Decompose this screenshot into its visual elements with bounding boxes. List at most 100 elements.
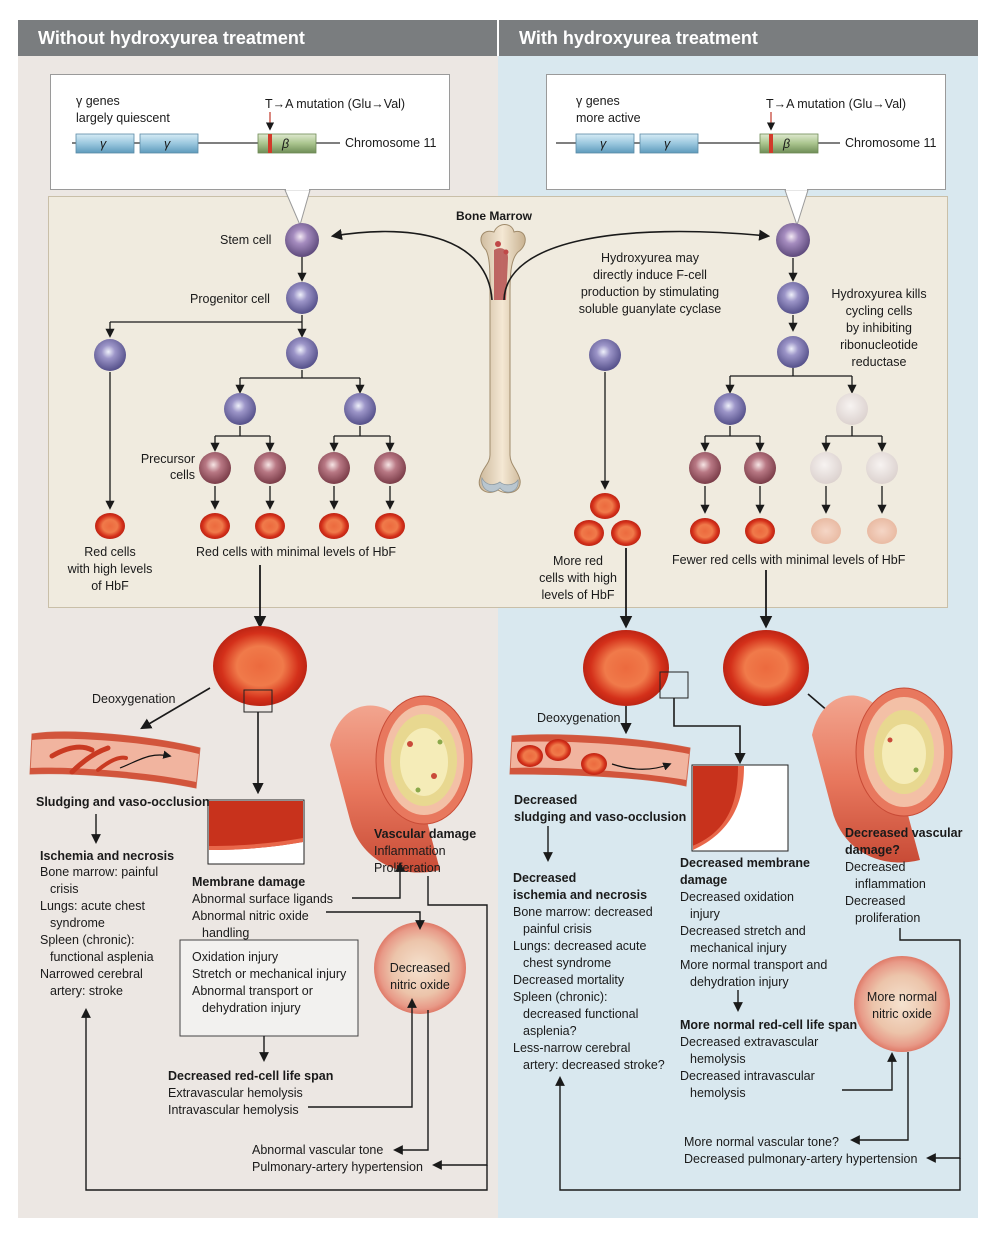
right-sludging-2: sludging and vaso-occlusion: [514, 810, 687, 824]
left-progenitor-cell: [286, 282, 318, 314]
right-sludging-1: Decreased: [514, 793, 578, 807]
left-stem-cell-label: Stem cell: [220, 233, 272, 247]
right-gamma-1: γ: [600, 137, 607, 151]
left-progenitor-a: [94, 339, 126, 371]
left-chromosome: [72, 112, 340, 227]
hu-kills-2: cycling cells: [845, 304, 913, 318]
right-deoxygenation: Deoxygenation: [537, 711, 621, 725]
right-membrane-3: Decreased stretch and: [680, 924, 806, 938]
left-ischemia-5: Spleen (chronic):: [40, 933, 135, 947]
left-vascular-1: Inflammation: [374, 844, 446, 858]
right-beta: β: [783, 137, 791, 151]
right-ischemia-4: chest syndrome: [523, 956, 612, 970]
bone-illustration: [478, 224, 526, 494]
hu-induce-4: soluble guanylate cyclase: [578, 302, 722, 316]
left-injury-2: Stretch or mechanical injury: [192, 967, 347, 981]
left-ischemia-6: functional asplenia: [50, 950, 154, 964]
hu-induce-3: production by stimulating: [580, 285, 720, 299]
right-ischemia-3: Lungs: decreased acute: [513, 939, 647, 953]
right-vascular-4: proliferation: [855, 911, 921, 925]
right-tone-1: More normal vascular tone?: [684, 1135, 839, 1149]
right-more-red-3: levels of HbF: [541, 588, 615, 602]
left-progenitor-label: Progenitor cell: [190, 292, 270, 306]
bone-marrow-title: Bone Marrow: [456, 209, 533, 223]
right-flowing-vessel: [509, 734, 691, 787]
left-sludging-vessel: [29, 731, 201, 789]
right-lineage-cells: [574, 223, 898, 546]
right-lifespan-title: More normal red-cell life span: [680, 1018, 858, 1032]
right-ischemia-title-2: ischemia and necrosis: [513, 888, 648, 902]
right-no-circle: [854, 956, 950, 1052]
left-ischemia-3: Lungs: acute chest: [40, 899, 145, 913]
right-ischemia-2: painful crisis: [523, 922, 592, 936]
precursor-label-2: cells: [169, 468, 195, 482]
hu-induce-2: directly induce F-cell: [593, 268, 707, 282]
left-ischemia-1: Bone marrow: painful: [40, 865, 159, 879]
hu-kills-4: ribonucleotide: [840, 338, 918, 352]
right-ischemia-7: decreased functional: [523, 1007, 639, 1021]
right-connectors: [555, 928, 961, 1191]
right-ischemia-9: Less-narrow cerebral: [513, 1041, 631, 1055]
left-chromosome-label: Chromosome 11: [345, 136, 437, 150]
right-chromosome-box: [546, 74, 946, 190]
right-progenitor-killed: [836, 393, 868, 425]
left-membrane-1: Abnormal surface ligands: [192, 892, 334, 906]
left-injury-3: Abnormal transport or: [192, 984, 313, 998]
left-vascular-title: Vascular damage: [374, 827, 477, 841]
left-injury-4: dehydration injury: [202, 1001, 301, 1015]
right-more-red-2: cells with high: [539, 571, 617, 585]
right-gamma-note-2: more active: [576, 111, 641, 125]
right-precursor-2: [744, 452, 776, 484]
right-vascular-title-2: damage?: [845, 843, 900, 857]
right-precursor-faded-2: [866, 452, 898, 484]
right-header: With hydroxyurea treatment: [499, 20, 978, 56]
right-chromosome: [556, 112, 840, 227]
left-mutation-label: T→A mutation (Glu→Val): [265, 97, 406, 111]
left-injury-box: [179, 939, 359, 1037]
left-high-hbf-2: with high levels: [67, 562, 153, 576]
right-membrane-1: Decreased oxidation: [680, 890, 794, 904]
left-ischemia-4: syndrome: [50, 916, 105, 930]
left-no-circle: [374, 922, 466, 1014]
left-lifespan-2: Intravascular hemolysis: [168, 1103, 299, 1117]
right-red-cell-faded-1: [811, 518, 841, 544]
left-lineage-cells: [94, 223, 406, 539]
right-ischemia-6: Spleen (chronic):: [513, 990, 608, 1004]
left-gamma-note-2: largely quiescent: [76, 111, 170, 125]
right-stem-cell: [776, 223, 810, 257]
left-ischemia-2: crisis: [50, 882, 79, 896]
right-red-cell-faded-2: [867, 518, 897, 544]
left-no-2: nitric oxide: [390, 978, 450, 992]
right-large-red-cell: [723, 630, 809, 706]
right-red-cell-1: [690, 518, 720, 544]
left-membrane-inset: [207, 799, 305, 865]
right-gamma-2: γ: [664, 137, 671, 151]
left-deoxygenation: Deoxygenation: [92, 692, 176, 706]
left-lifespan-title: Decreased red-cell life span: [168, 1069, 334, 1083]
right-no-1: More normal: [866, 990, 938, 1004]
left-tone-2: Pulmonary-artery hypertension: [252, 1160, 423, 1174]
left-minimal-hbf: Red cells with minimal levels of HbF: [196, 545, 397, 559]
right-red-cell-2: [745, 518, 775, 544]
left-gamma-note-1: γ genes: [76, 94, 120, 108]
left-high-hbf-3: of HbF: [91, 579, 129, 593]
right-gamma-note-1: γ genes: [576, 94, 620, 108]
right-lifespan-2: hemolysis: [690, 1052, 746, 1066]
right-lifespan-1: Decreased extravascular: [680, 1035, 819, 1049]
right-membrane-inset: [691, 764, 789, 852]
hu-kills-3: by inhibiting: [845, 321, 912, 335]
left-chromosome-box: [50, 74, 450, 190]
left-membrane-3: handling: [202, 926, 250, 940]
right-red-cell-hbf-1: [590, 493, 620, 519]
right-chromosome-label: Chromosome 11: [845, 136, 937, 150]
right-red-cell-hbf-2: [574, 520, 604, 546]
right-ischemia-10: artery: decreased stroke?: [523, 1058, 665, 1072]
left-red-cell-1: [200, 513, 230, 539]
right-membrane-title-1: Decreased membrane: [680, 856, 810, 870]
left-ischemia-title: Ischemia and necrosis: [40, 849, 175, 863]
right-vascular-1: Decreased: [845, 860, 906, 874]
right-vascular-3: Decreased: [845, 894, 906, 908]
left-lifespan-1: Extravascular hemolysis: [168, 1086, 303, 1100]
left-red-cell-high-hbf: [95, 513, 125, 539]
